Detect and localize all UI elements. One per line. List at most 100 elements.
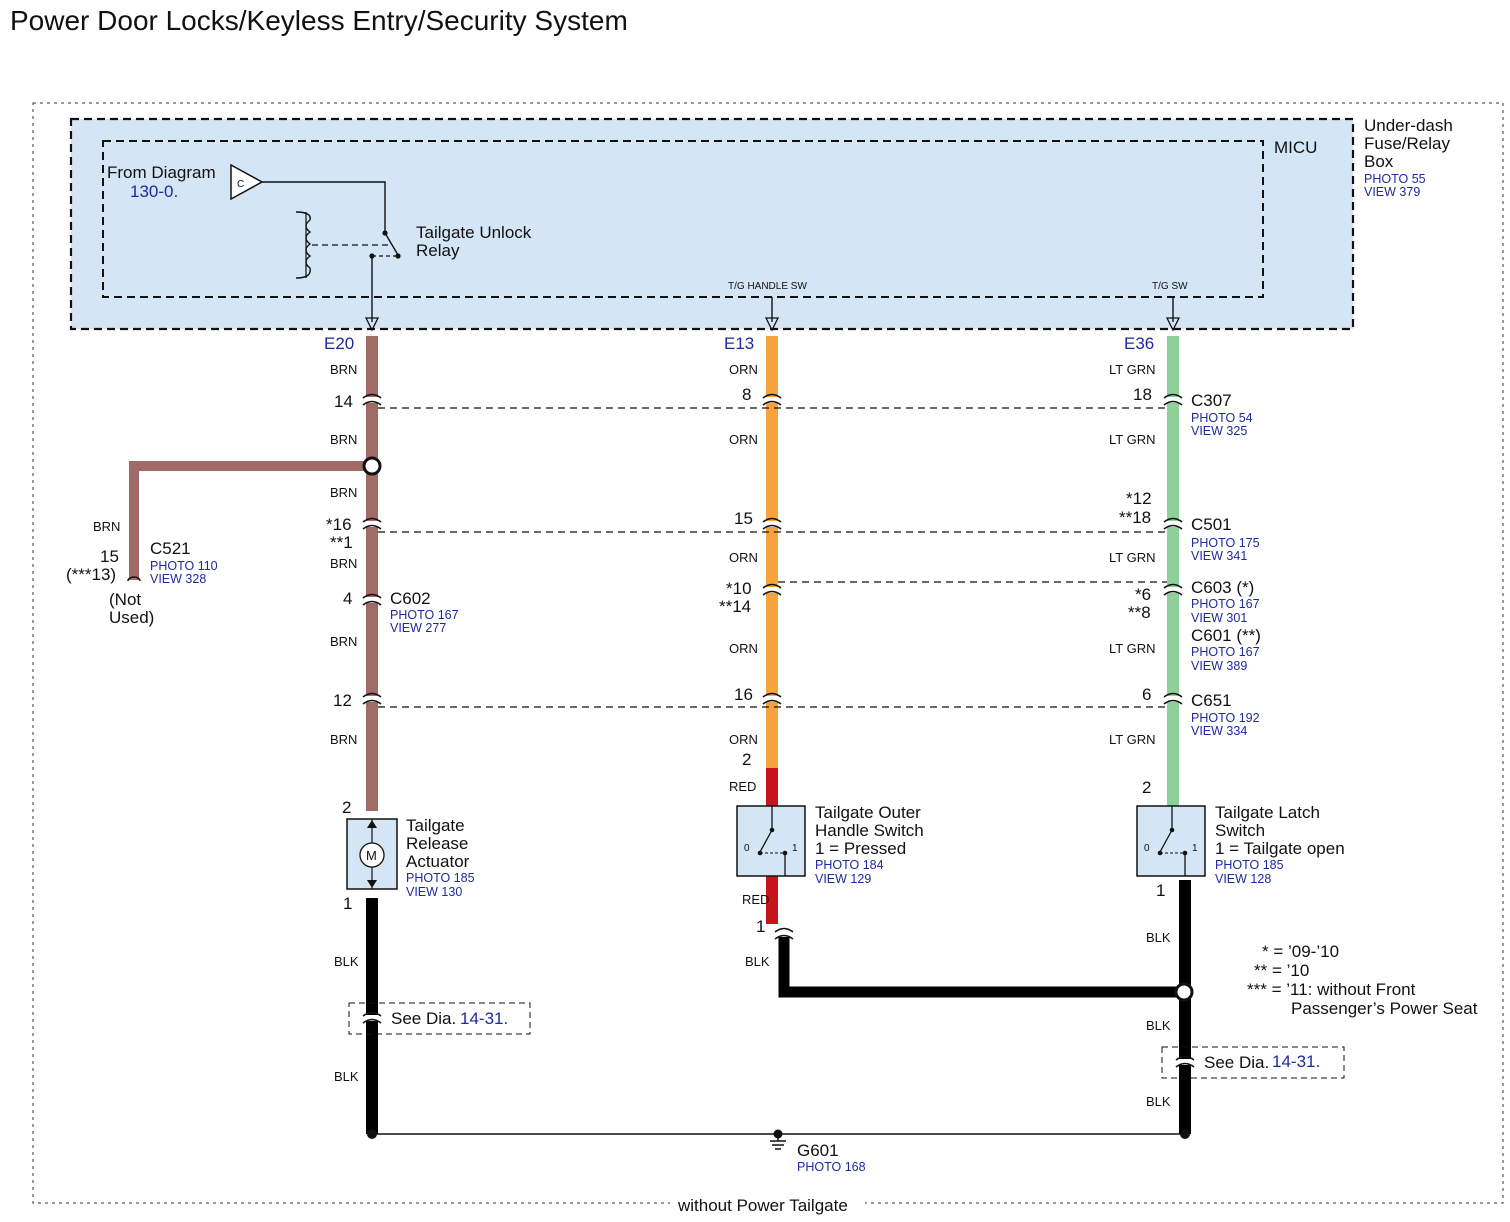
wire-blk-right [1179,880,1191,1134]
connector-c603-photo[interactable]: PHOTO 167 [1191,597,1260,611]
latch-switch-pos-0: 0 [1144,843,1150,854]
connector-c603-view[interactable]: VIEW 301 [1191,611,1247,625]
connector-cap-bottom [362,1018,382,1024]
connector-c651-view[interactable]: VIEW 334 [1191,724,1247,738]
connector-c307-photo[interactable]: PHOTO 54 [1191,411,1253,425]
wire-ltgrn [1167,336,1179,806]
wire-blk-middle [778,934,1185,998]
latch-switch-label-1: Tailgate Latch [1215,803,1320,822]
connector-gap [363,1015,381,1021]
wire-label-blk: BLK [334,1069,359,1084]
latch-switch-pos-1: 1 [1192,843,1198,854]
connector-cap-top [762,517,782,523]
connector-c602-view[interactable]: VIEW 277 [390,621,446,635]
pin-number: **8 [1128,603,1151,622]
not-used-label-1: (Not [109,590,141,609]
latch-switch-label-2: Switch [1215,821,1265,840]
connector-cap-bottom [362,400,382,406]
see-dia-box-left [348,1002,531,1035]
connector-c521-photo[interactable]: PHOTO 110 [150,559,218,573]
connector-gap [1164,587,1182,593]
wire-label-ltgrn: LT GRN [1109,732,1155,747]
pin-number: 15 [734,509,753,528]
connector-c601-view[interactable]: VIEW 389 [1191,659,1247,673]
pin-number: 2 [1142,778,1151,797]
pin-number: 2 [742,750,751,769]
connector-c521-view[interactable]: VIEW 328 [150,572,206,586]
footer-label: without Power Tailgate [677,1196,848,1215]
pin-number: 18 [1133,385,1152,404]
connector-c651-photo[interactable]: PHOTO 192 [1191,711,1260,725]
wire-label-red: RED [742,892,769,907]
pin-number: *12 [1126,489,1152,508]
connector-c501-view[interactable]: VIEW 341 [1191,549,1247,563]
latch-switch-box [1136,805,1206,877]
connector-cap-top [762,692,782,698]
handle-switch-label-3: 1 = Pressed [815,839,906,858]
wire-label-blk: BLK [1146,1094,1171,1109]
from-diagram-label: From Diagram [107,163,216,182]
connector-gap [763,587,781,593]
wire-label-blk: BLK [334,954,359,969]
handle-switch-label-2: Handle Switch [815,821,924,840]
connector-cap-bottom [1163,400,1183,406]
pin-number: *16 [326,515,352,534]
actuator-view[interactable]: VIEW 130 [406,885,462,899]
connector-cap-top [1163,692,1183,698]
wire-label-blk: BLK [1146,1018,1171,1033]
latch-switch-photo[interactable]: PHOTO 185 [1215,858,1284,872]
handle-switch-pos-0: 0 [744,843,750,854]
not-used-label-2: Used) [109,608,154,627]
connector-c601-photo[interactable]: PHOTO 167 [1191,645,1260,659]
connector-c307-view[interactable]: VIEW 325 [1191,424,1247,438]
handle-switch-photo[interactable]: PHOTO 184 [815,858,884,872]
fuse-box-photo[interactable]: PHOTO 55 [1364,172,1426,186]
connector-gap [1164,696,1182,702]
pin-number: (***13) [66,565,116,584]
connector-cap-top [1163,393,1183,399]
connector-cap-bottom [1175,1062,1195,1068]
wire-brn [366,336,378,811]
connector-gap [363,597,381,603]
connector-c602-photo[interactable]: PHOTO 167 [390,608,459,622]
latch-switch-view[interactable]: VIEW 128 [1215,872,1271,886]
connector-cap-top [762,393,782,399]
pin-number: 14 [334,392,353,411]
ground-photo[interactable]: PHOTO 168 [797,1160,866,1174]
connector-cap-top [362,1011,382,1017]
fuse-box-view[interactable]: VIEW 379 [1364,185,1420,199]
from-diagram-tag: C [237,179,244,190]
fuse-box-name-2: Fuse/Relay [1364,134,1450,153]
connector-gap [363,521,381,527]
actuator-photo[interactable]: PHOTO 185 [406,871,475,885]
pin-number: **14 [719,597,751,616]
c521-connector-icon [127,576,141,582]
pin-number: 6 [1142,685,1151,704]
terminal-e20: E20 [324,334,354,353]
wire-label-blk: BLK [1146,930,1171,945]
connector-cap-top [1163,517,1183,523]
ground-icon [770,1129,786,1150]
see-dia-link[interactable]: 14-31. [460,1009,508,1028]
pin-number: 16 [734,685,753,704]
splice-blk [1174,982,1194,1002]
connector-cap-bottom [1163,699,1183,705]
tg-handle-sw-label: T/G HANDLE SW [728,281,807,292]
pin-number: 1 [1156,881,1165,900]
latch-switch-label-3: 1 = Tailgate open [1215,839,1345,858]
see-dia-label: See Dia. [391,1009,456,1028]
note-1: * = ’09-’10 [1262,942,1339,961]
connector-gap [763,521,781,527]
connector-gap [763,696,781,702]
wire-label-orn: ORN [729,641,758,656]
see-dia-label: See Dia. [1204,1053,1269,1072]
connector-cap-bottom [1163,524,1183,530]
connector-c501-photo[interactable]: PHOTO 175 [1191,536,1260,550]
wire-label-brn: BRN [330,432,357,447]
pin-number: *6 [1135,585,1151,604]
from-diagram-link[interactable]: 130-0. [130,182,178,201]
pin-number: *10 [726,579,752,598]
handle-switch-view[interactable]: VIEW 129 [815,872,871,886]
relay-label-2: Relay [416,241,460,260]
see-dia-link[interactable]: 14-31. [1272,1052,1320,1071]
